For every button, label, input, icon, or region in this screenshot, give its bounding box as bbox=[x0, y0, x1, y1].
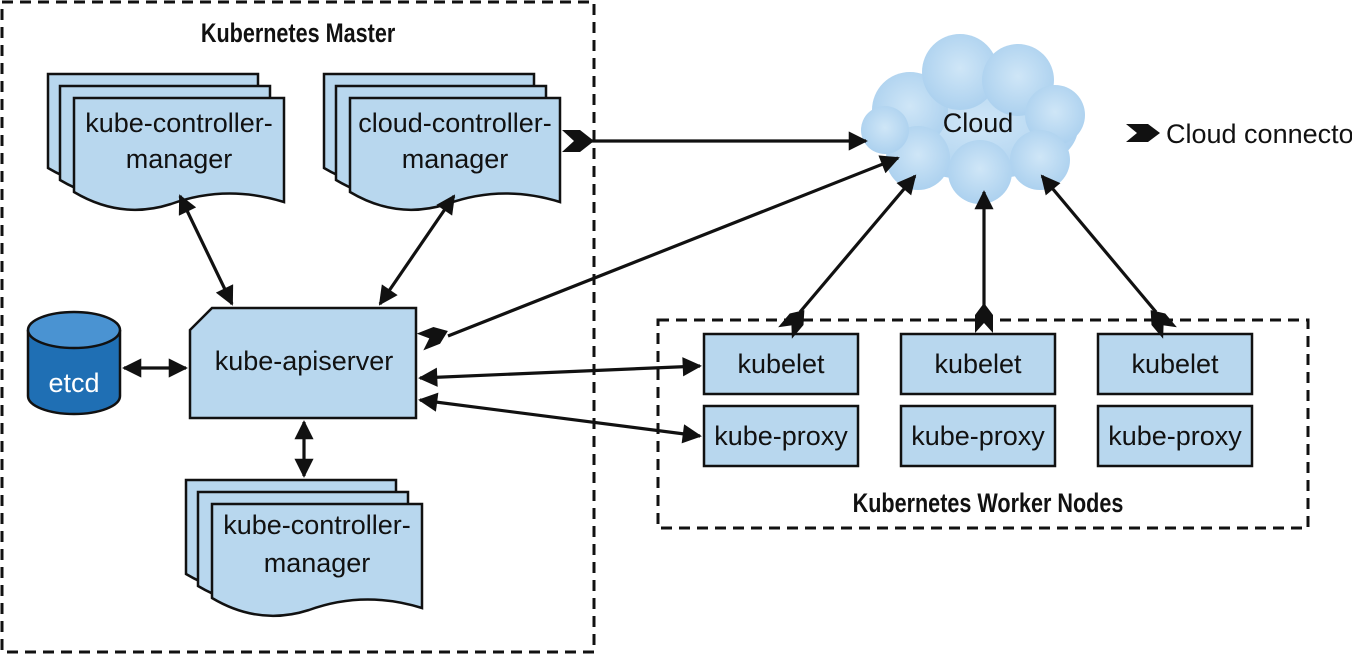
connector-icon-apiserver bbox=[416, 327, 448, 351]
edge-kubelet1-cloud bbox=[798, 174, 917, 314]
worker-title: Kubernetes Worker Nodes bbox=[853, 489, 1124, 519]
kubelet-2 bbox=[899, 332, 1057, 396]
edge-apiserver-kube-proxy bbox=[418, 392, 702, 444]
etcd-database: etcd bbox=[26, 310, 122, 416]
edge-kubelet3-cloud bbox=[1040, 174, 1158, 314]
kubelet-3 bbox=[1096, 332, 1254, 396]
kcm-bottom-line1: kube-controller- bbox=[223, 510, 411, 540]
connector-icon-ccm bbox=[562, 130, 594, 152]
master-boundary bbox=[0, 0, 596, 654]
connector-icon-kubelet-1 bbox=[778, 310, 805, 339]
kube-proxy-1-label: kube-proxy bbox=[714, 421, 848, 451]
etcd-label: etcd bbox=[48, 368, 99, 398]
connector-icon-kubelet-3 bbox=[1150, 310, 1177, 339]
cloud: Cloud bbox=[861, 34, 1085, 204]
kube-proxy-2 bbox=[899, 404, 1057, 468]
connector-icon-kubelet-2 bbox=[975, 303, 993, 333]
kube-proxy-1 bbox=[702, 404, 860, 468]
cloud-label: Cloud bbox=[943, 108, 1014, 138]
kcm-top-line2: manager bbox=[126, 144, 233, 174]
kubelet-3-label: kubelet bbox=[1131, 349, 1219, 379]
cloud-controller-manager: cloud-controller- manager bbox=[322, 72, 562, 212]
kube-controller-manager-top: kube-controller- manager bbox=[46, 72, 286, 212]
kubelet-1 bbox=[702, 332, 860, 396]
connectors bbox=[122, 130, 1177, 478]
edge-kcm-top-apiserver bbox=[178, 194, 234, 306]
ccm-line2: manager bbox=[402, 144, 509, 174]
worker-node-1: kubelet kube-proxy bbox=[702, 332, 860, 468]
kcm-bottom-line2: manager bbox=[264, 548, 371, 578]
worker-node-3: kubelet kube-proxy bbox=[1096, 332, 1254, 468]
kube-apiserver: kube-apiserver bbox=[188, 306, 418, 420]
kubelet-2-label: kubelet bbox=[934, 349, 1022, 379]
apiserver-label: kube-apiserver bbox=[215, 346, 394, 376]
kube-proxy-3-label: kube-proxy bbox=[1108, 421, 1242, 451]
edge-apiserver-kubelet bbox=[418, 357, 702, 387]
kube-proxy-2-label: kube-proxy bbox=[911, 421, 1045, 451]
worker-node-2: kubelet kube-proxy bbox=[899, 332, 1057, 468]
kubelet-1-label: kubelet bbox=[737, 349, 825, 379]
legend: Cloud connector bbox=[1126, 119, 1352, 149]
edge-ccm-apiserver bbox=[378, 194, 456, 306]
legend-label: Cloud connector bbox=[1166, 119, 1352, 149]
master-title: Kubernetes Master bbox=[201, 19, 396, 49]
kcm-top-line1: kube-controller- bbox=[85, 108, 273, 138]
kube-controller-manager-bottom: kube-controller- manager bbox=[184, 478, 424, 618]
ccm-line1: cloud-controller- bbox=[358, 108, 552, 138]
cloud-connector-icon bbox=[1126, 124, 1160, 142]
edge-apiserver-cloud bbox=[447, 155, 900, 338]
kube-proxy-3 bbox=[1096, 404, 1254, 468]
